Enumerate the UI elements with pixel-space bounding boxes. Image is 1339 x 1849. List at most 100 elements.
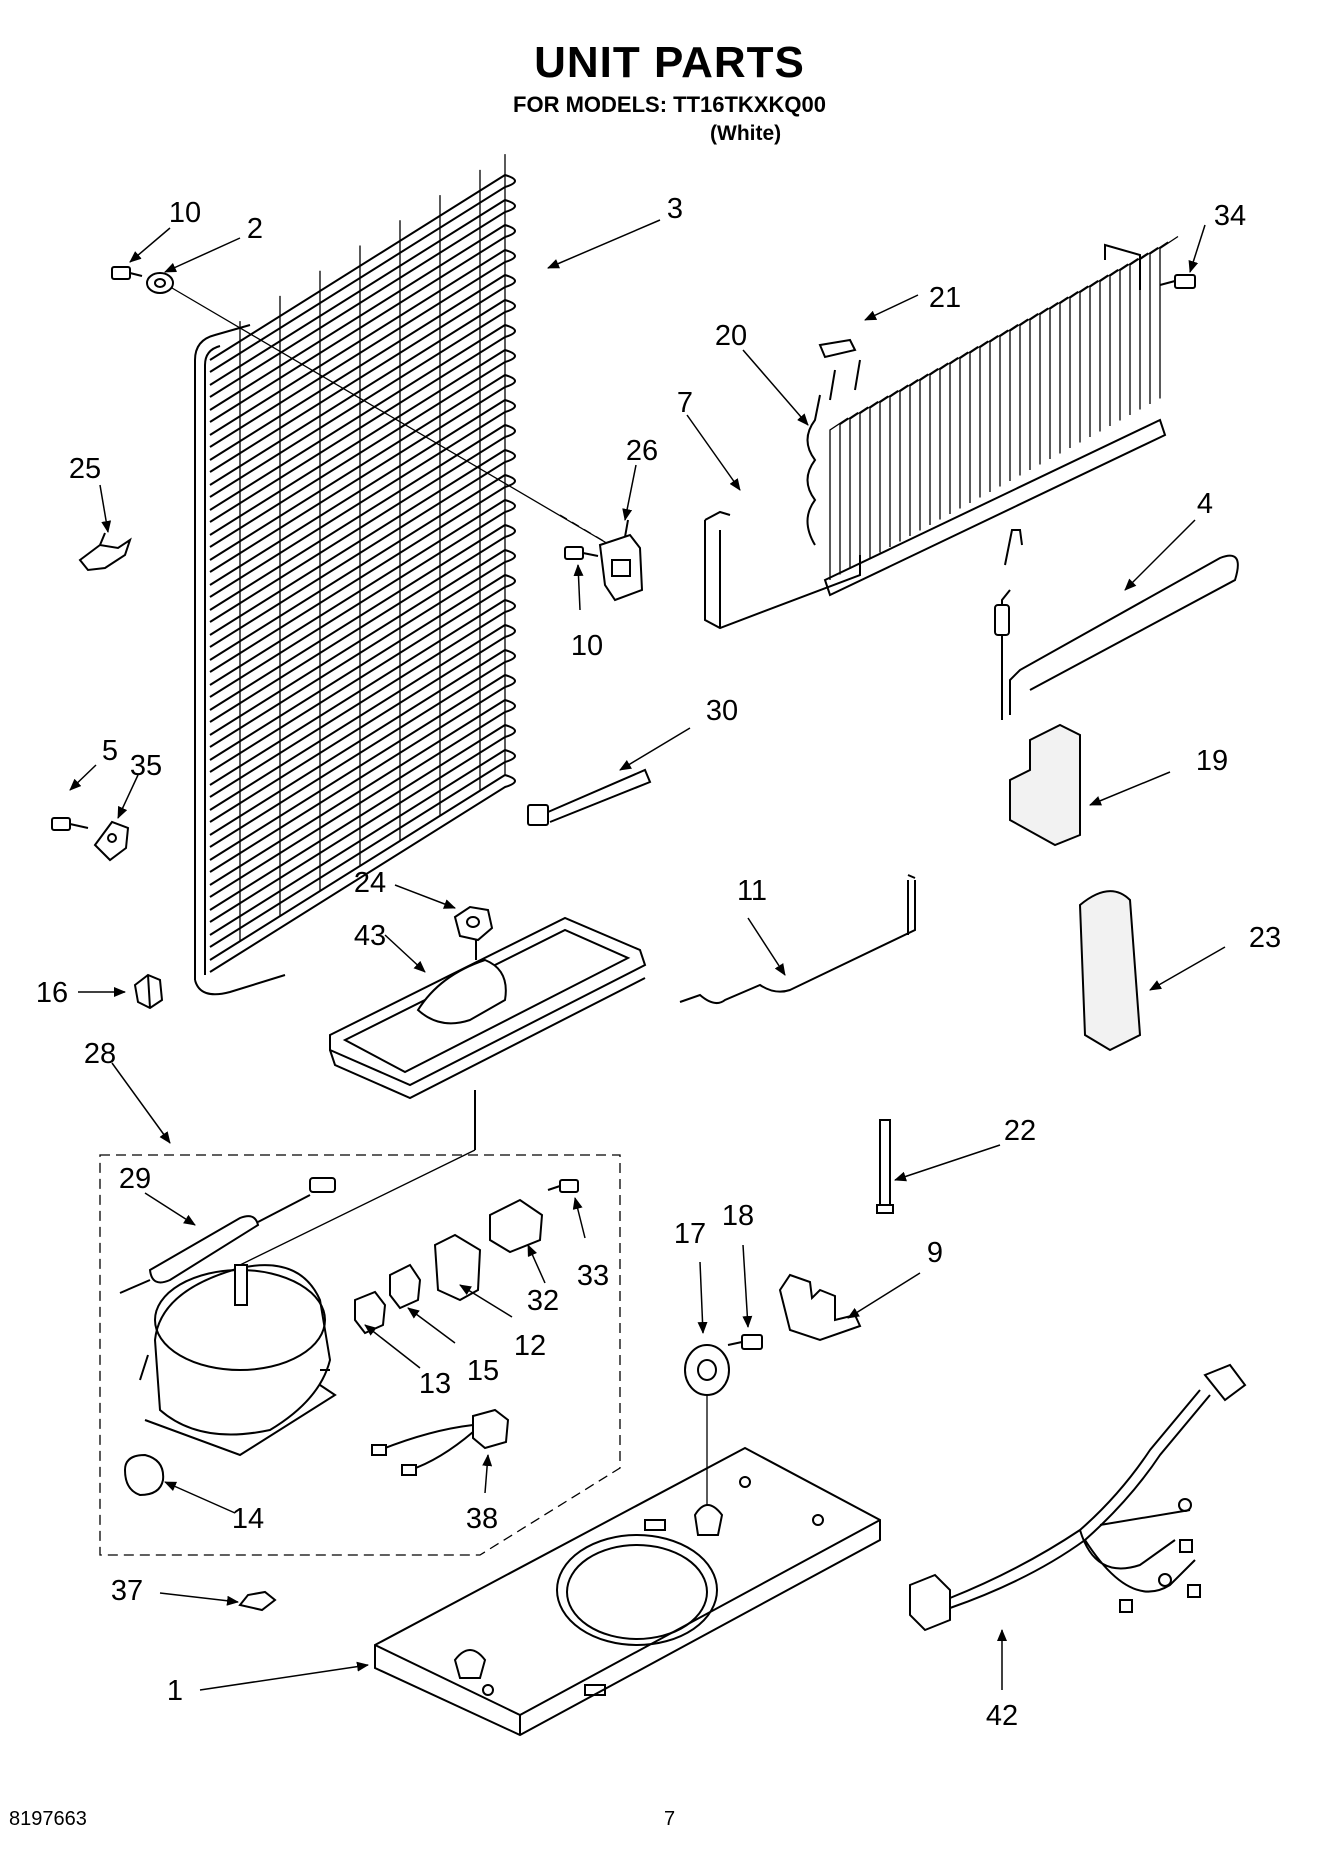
document-number: 8197663 [9,1808,87,1830]
evaporator-fin [1079,279,1099,443]
callout-33: 33 [577,1260,609,1292]
foam-block-part-23 [1078,890,1142,1052]
evaporator-fin [989,329,1009,492]
condenser-tube-runs [209,173,516,973]
callout-26: 26 [626,435,658,467]
evaporator-fin [1159,235,1179,399]
evaporator-fin [869,395,889,558]
callout-18: 18 [722,1200,754,1232]
callout-32: 32 [527,1285,559,1317]
callout-29: 29 [119,1163,151,1195]
evaporator-fin [899,378,919,542]
cable-tie [527,768,652,826]
condenser-coil [194,154,516,996]
callout-19: 19 [1196,745,1228,777]
evaporator-fin [1029,307,1049,470]
evaporator-fin [829,417,849,580]
evaporator-fin [1099,268,1119,432]
evaporator-fin [839,411,859,575]
callout-30: 30 [706,695,738,727]
main-wire-harness [909,1363,1247,1632]
evaporator-fin [1009,318,1029,481]
relay-part-32 [489,1198,544,1254]
roller-part-17 [684,1344,730,1505]
callout-24: 24 [354,867,386,899]
callout-13: 13 [419,1368,451,1400]
evaporator-fin [939,356,959,520]
callout-21: 21 [929,282,961,314]
evaporator-fin [929,362,949,525]
evaporator-fin [879,389,899,553]
evaporator-fin [1089,274,1109,437]
defrost-heater [994,529,1239,720]
bracket-part-9 [778,1273,862,1342]
evaporator-fin [1119,257,1139,421]
evaporator-fin [1019,312,1039,476]
callout-5: 5 [102,735,118,767]
screw-part-10-middle [564,546,599,560]
color-variant: (White) [710,122,782,145]
callout-23: 23 [1249,922,1281,954]
callout-43: 43 [354,920,386,952]
callout-22: 22 [1004,1115,1036,1147]
filter-drier [119,1177,336,1294]
wire-harness-part-38 [371,1408,510,1476]
evaporator-fin [999,323,1019,487]
relay-part-13 [354,1290,387,1335]
evaporator [704,235,1179,630]
screw-part-18 [727,1334,763,1350]
evaporator-fin [909,373,929,536]
evaporator-bottom-tube [823,418,1167,597]
evaporator-fin [1059,290,1079,454]
evaporator-fin [1109,263,1129,426]
drain-pan [239,916,647,1266]
callout-17: 17 [674,1218,706,1250]
callout-42: 42 [986,1700,1018,1732]
evaporator-fin [949,351,969,514]
evaporator-fin [1129,252,1149,415]
evaporator-fin [859,400,879,564]
page-number: 7 [664,1808,676,1830]
compressor-kit-boundary [99,1154,621,1556]
callout-4: 4 [1197,488,1213,520]
callout-37: 37 [111,1575,143,1607]
callout-16: 16 [36,977,68,1009]
callout-3: 3 [667,193,683,225]
callout-7: 7 [677,387,693,419]
callout-10-middle: 10 [571,630,603,662]
callout-9: 9 [927,1237,943,1269]
callout-12: 12 [514,1330,546,1362]
evaporator-fin [1049,296,1069,459]
callout-38: 38 [466,1503,498,1535]
callout-25: 25 [69,453,101,485]
callout-14: 14 [232,1503,264,1535]
callout-11: 11 [737,875,767,907]
screw-and-bracket-part-5-35 [51,817,130,862]
compressor [123,1264,337,1497]
evaporator-fin [1149,241,1169,404]
evaporator-fin [969,340,989,503]
callout-10-top: 10 [169,197,201,229]
drain-tube-part-11 [679,880,916,1005]
foam-block-part-19 [1009,723,1081,847]
screw-and-grommet-top [111,266,611,546]
evaporator-fin [849,406,869,569]
callout-28: 28 [84,1038,116,1070]
page-title: UNIT PARTS [534,38,805,87]
evaporator-fin [1039,301,1059,465]
model-subtitle: FOR MODELS: TT16TKXKQ00 [513,92,826,117]
callout-labels: 10 2 3 34 21 20 7 25 26 10 4 30 19 5 35 … [36,193,1281,1732]
callout-2: 2 [247,213,263,245]
callout-34: 34 [1214,200,1246,232]
drain-tube-riser [907,874,916,935]
leader-lines [69,219,1226,1691]
clip-part-37 [238,1590,277,1612]
clip-part-25 [78,532,132,572]
callout-20: 20 [715,320,747,352]
evaporator-fin [1139,246,1159,410]
callout-15: 15 [467,1355,499,1387]
nut-part-24 [453,905,494,960]
pin-part-22 [876,1119,894,1214]
machine-compartment-base [374,1446,881,1737]
